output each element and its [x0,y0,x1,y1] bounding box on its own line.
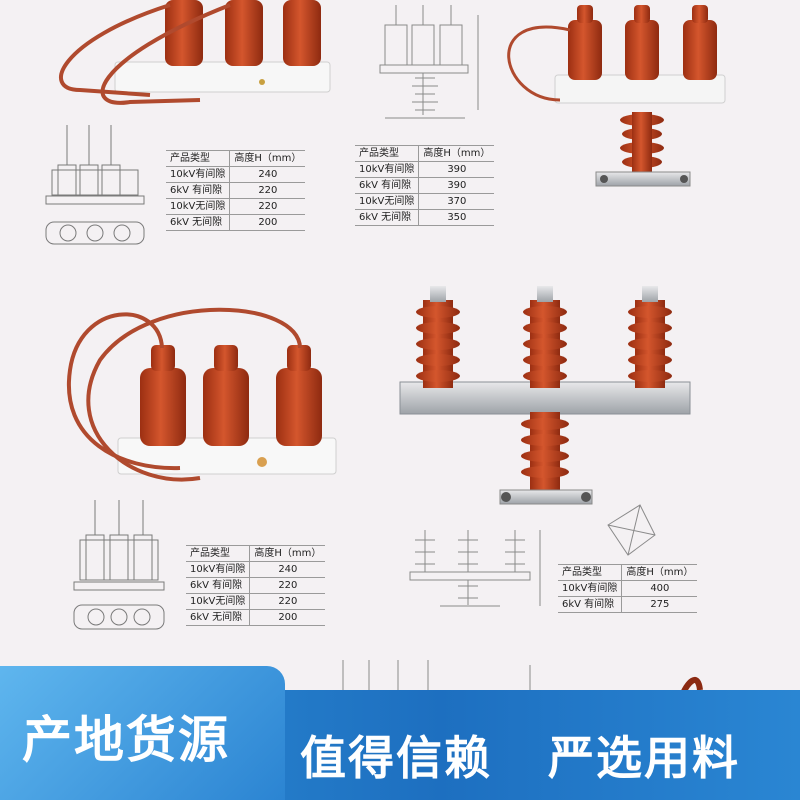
slogan-trust: 值得信赖 [300,731,492,785]
badge-text: 产地货源 [22,711,230,769]
table-cell: 6kV 有间隙 [558,596,623,613]
table-cell: 6kV 无间隙 [166,214,231,231]
table-cell: 6kV 有间隙 [166,182,231,199]
table-cell: 200 [229,214,306,231]
table-header: 产品类型 [166,150,231,167]
slogan-materials: 严选用料 [548,731,740,785]
center-bottom-drawing [409,504,656,607]
top-left-arrester-photo [59,0,331,105]
table-header: 高度H（mm） [229,150,306,167]
table-header: 高度H（mm） [621,564,698,581]
table-cell: 6kV 无间隙 [355,209,420,226]
top-middle-drawing [379,5,479,119]
table-cell: 350 [418,209,495,226]
table-header: 高度H（mm） [249,545,326,562]
table-cell: 390 [418,177,495,194]
origin-badge [0,666,285,800]
table-cell: 10kV有间隙 [355,161,420,178]
table-cell: 390 [418,161,495,178]
table-cell: 10kV无间隙 [166,198,231,215]
table-cell: 220 [249,577,326,594]
table-header: 高度H（mm） [418,145,495,162]
center-arrester-photo [399,286,691,505]
table-cell: 220 [229,198,306,215]
table-cell: 220 [229,182,306,199]
table-header: 产品类型 [355,145,420,162]
table-cell: 275 [621,596,698,613]
table-cell: 10kV有间隙 [166,166,231,183]
table-cell: 240 [249,561,326,578]
table-header: 产品类型 [558,564,623,581]
table-cell: 6kV 无间隙 [186,609,251,626]
table-cell: 10kV无间隙 [355,193,420,210]
table-cell: 220 [249,593,326,610]
table-cell: 370 [418,193,495,210]
top-left-drawing [45,125,145,245]
table-cell: 400 [621,580,698,597]
table-cell: 200 [249,609,326,626]
top-right-arrester-photo [507,5,726,187]
table-cell: 6kV 有间隙 [186,577,251,594]
table-cell: 10kV有间隙 [186,561,251,578]
middle-left-arrester-photo [66,307,337,482]
table-header: 产品类型 [186,545,251,562]
table-cell: 10kV有间隙 [558,580,623,597]
table-cell: 240 [229,166,306,183]
table-cell: 6kV 有间隙 [355,177,420,194]
table-cell: 10kV无间隙 [186,593,251,610]
middle-left-drawing [73,500,165,630]
